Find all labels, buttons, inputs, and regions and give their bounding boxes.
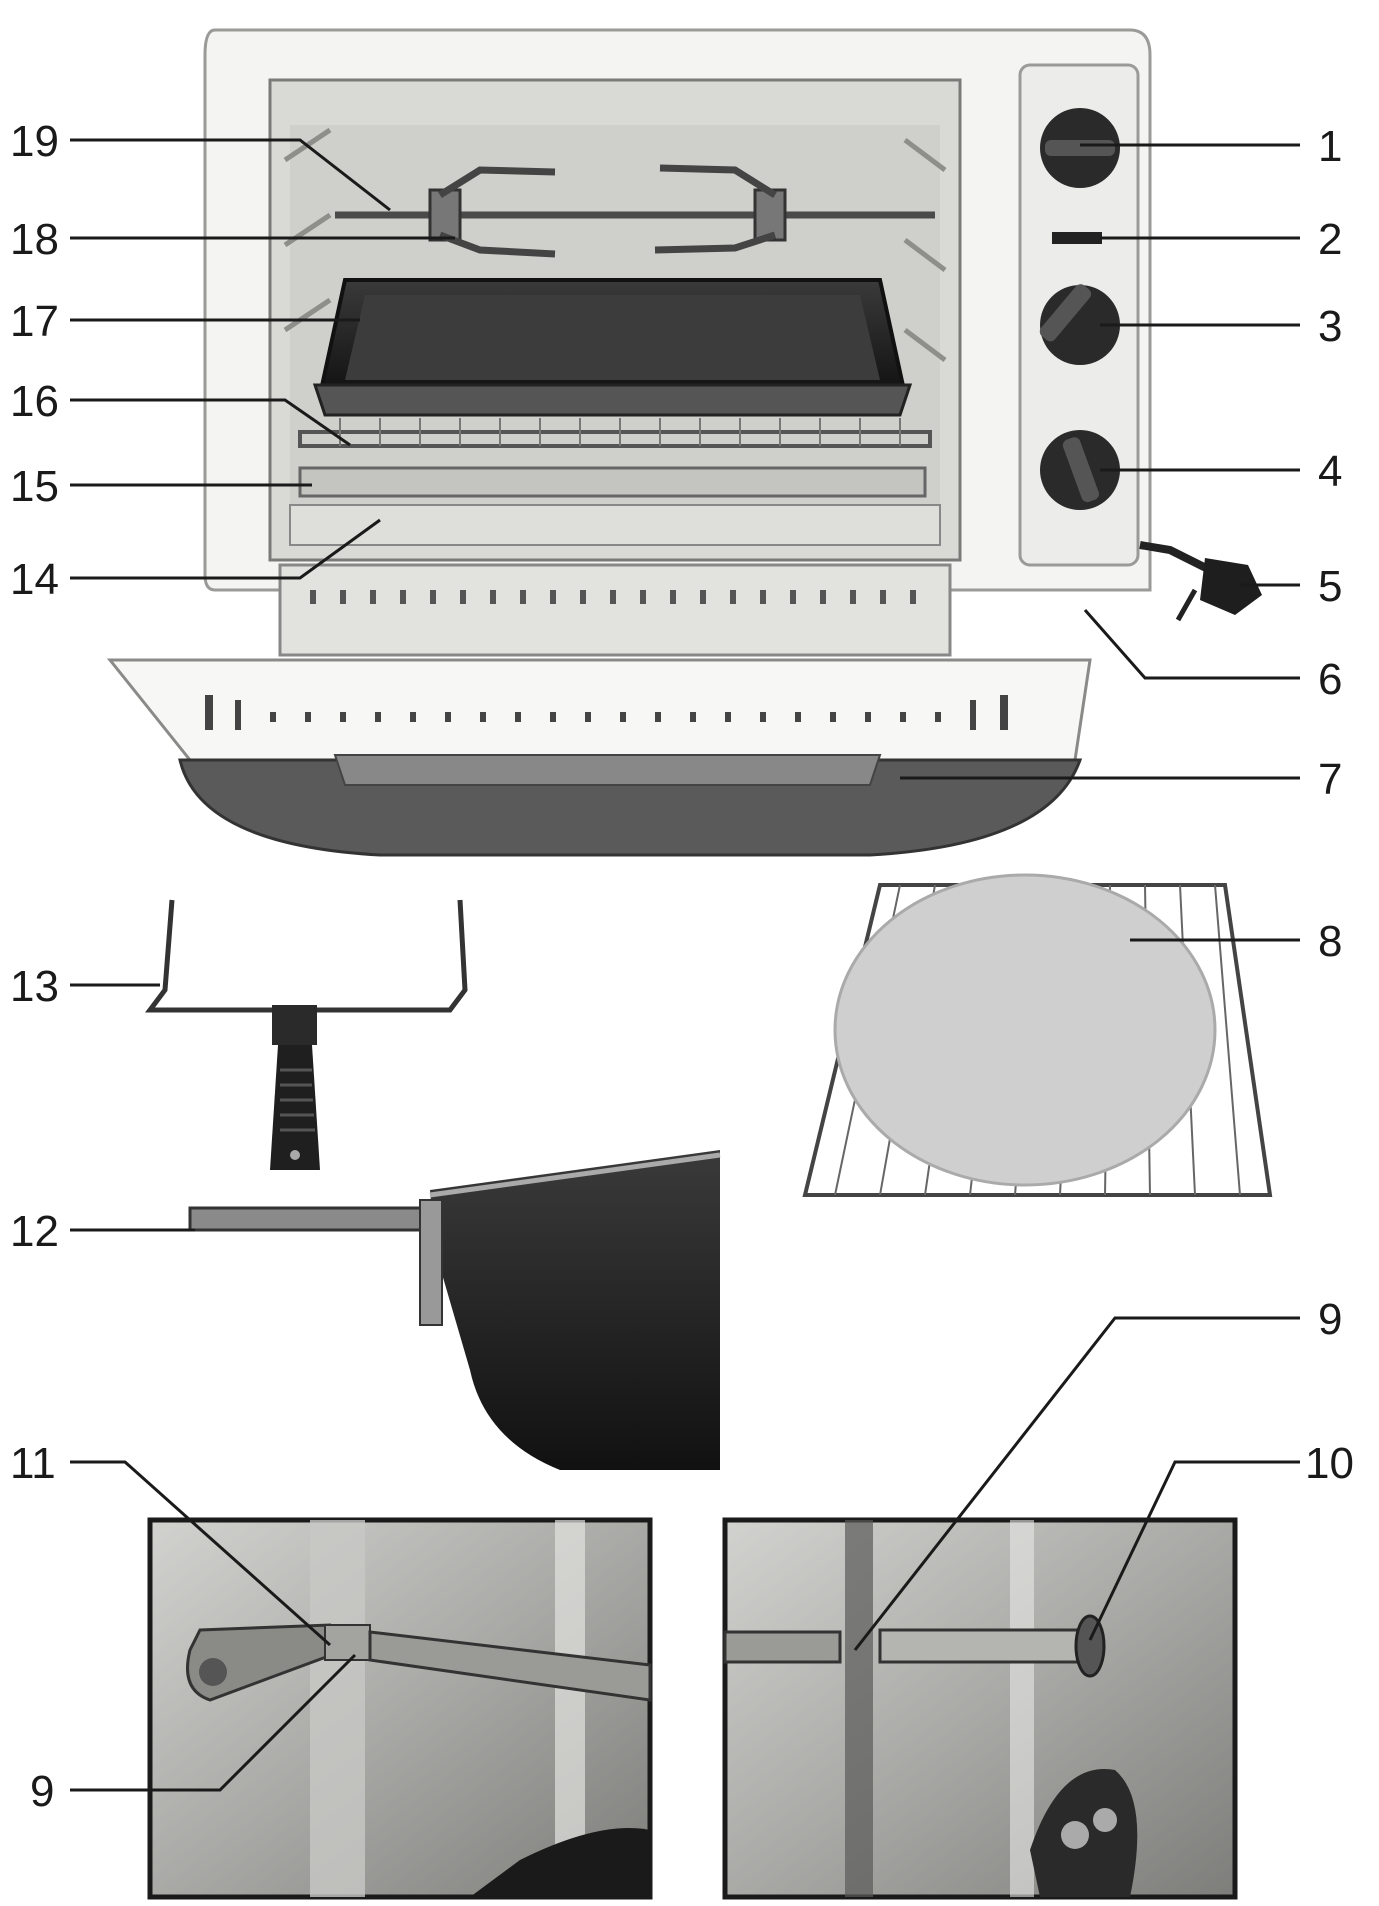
rotisserie-spit-icon bbox=[335, 164, 935, 258]
indicator-light bbox=[1052, 232, 1102, 244]
wire-rack-icon bbox=[298, 418, 932, 448]
detail-photo-left bbox=[147, 1517, 653, 1900]
callout-8: 8 bbox=[1318, 917, 1342, 966]
rotisserie-handle bbox=[145, 899, 468, 1170]
callout-10: 10 bbox=[1305, 1439, 1354, 1488]
leader-19 bbox=[70, 138, 391, 212]
callout-18: 18 bbox=[10, 215, 59, 264]
leader-11 bbox=[70, 1460, 331, 1647]
callout-9-left: 9 bbox=[30, 1767, 54, 1816]
power-plug-icon bbox=[1139, 541, 1262, 622]
callout-3: 3 bbox=[1318, 302, 1342, 351]
callout-17: 17 bbox=[10, 297, 59, 346]
leader-9-right bbox=[853, 1316, 1300, 1651]
callout-7: 7 bbox=[1318, 755, 1342, 804]
callout-15: 15 bbox=[10, 462, 59, 511]
callout-19: 19 bbox=[10, 117, 59, 166]
knob-icon bbox=[1040, 108, 1120, 188]
baking-tray-icon bbox=[312, 278, 913, 417]
crumb-tray bbox=[298, 466, 927, 498]
pizza-stone-on-rack bbox=[802, 873, 1273, 1197]
knob-icon bbox=[1040, 430, 1120, 510]
leader-16 bbox=[70, 398, 351, 447]
callout-6: 6 bbox=[1318, 655, 1342, 704]
callout-numbers: 1 2 3 4 5 6 7 8 9 10 11 12 13 14 15 16 1… bbox=[10, 117, 1354, 1816]
leader-6 bbox=[1083, 609, 1300, 680]
callout-1: 1 bbox=[1318, 122, 1342, 171]
oven-door bbox=[106, 658, 1092, 762]
leader-14 bbox=[70, 518, 381, 580]
callout-13: 13 bbox=[10, 962, 59, 1011]
callout-4: 4 bbox=[1318, 447, 1342, 496]
detail-photo-right bbox=[722, 1517, 1238, 1900]
rotisserie-basket bbox=[188, 1150, 721, 1470]
callout-2: 2 bbox=[1318, 215, 1342, 264]
callout-11: 11 bbox=[10, 1439, 56, 1488]
callout-9-right: 9 bbox=[1318, 1295, 1342, 1344]
callout-12: 12 bbox=[10, 1207, 59, 1256]
oven-illustration bbox=[106, 28, 1262, 857]
knob-icon bbox=[1039, 284, 1120, 365]
callout-16: 16 bbox=[10, 377, 59, 426]
leader-9-left bbox=[70, 1653, 357, 1792]
callout-5: 5 bbox=[1318, 562, 1342, 611]
leader-10 bbox=[1088, 1460, 1300, 1641]
callout-14: 14 bbox=[10, 555, 59, 604]
leader-lines bbox=[70, 138, 1300, 1792]
